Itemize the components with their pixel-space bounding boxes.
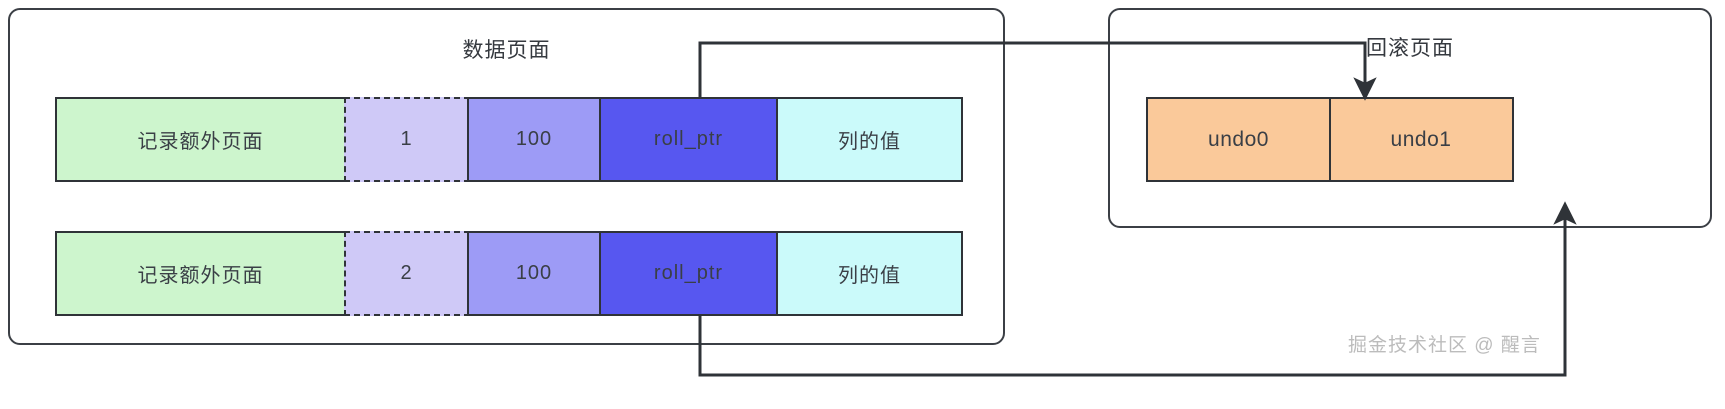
record-column-cell: 列的值 <box>776 97 963 182</box>
table-row: 记录额外页面 1 100 roll_ptr 列的值 <box>55 97 963 182</box>
record-roll-ptr-cell: roll_ptr <box>598 231 779 316</box>
rollback-page-title: 回滚页面 <box>1366 37 1454 60</box>
record-trx-id-cell: 1 <box>343 97 470 182</box>
record-value-cell: 100 <box>467 97 601 182</box>
undo-entry-1: undo1 <box>1328 97 1514 182</box>
undo-entry-0: undo0 <box>1146 97 1331 182</box>
record-extra-cell: 记录额外页面 <box>55 97 346 182</box>
record-column-cell: 列的值 <box>776 231 963 316</box>
table-row: 记录额外页面 2 100 roll_ptr 列的值 <box>55 231 963 316</box>
data-page-title: 数据页面 <box>462 39 551 62</box>
record-trx-id-cell: 2 <box>343 231 470 316</box>
record-value-cell: 100 <box>467 231 601 316</box>
undo-entry-list: undo0 undo1 <box>1146 97 1514 182</box>
record-roll-ptr-cell: roll_ptr <box>598 97 779 182</box>
record-extra-cell: 记录额外页面 <box>55 231 346 316</box>
watermark: 掘金技术社区 @ 醒言 <box>1348 335 1541 356</box>
